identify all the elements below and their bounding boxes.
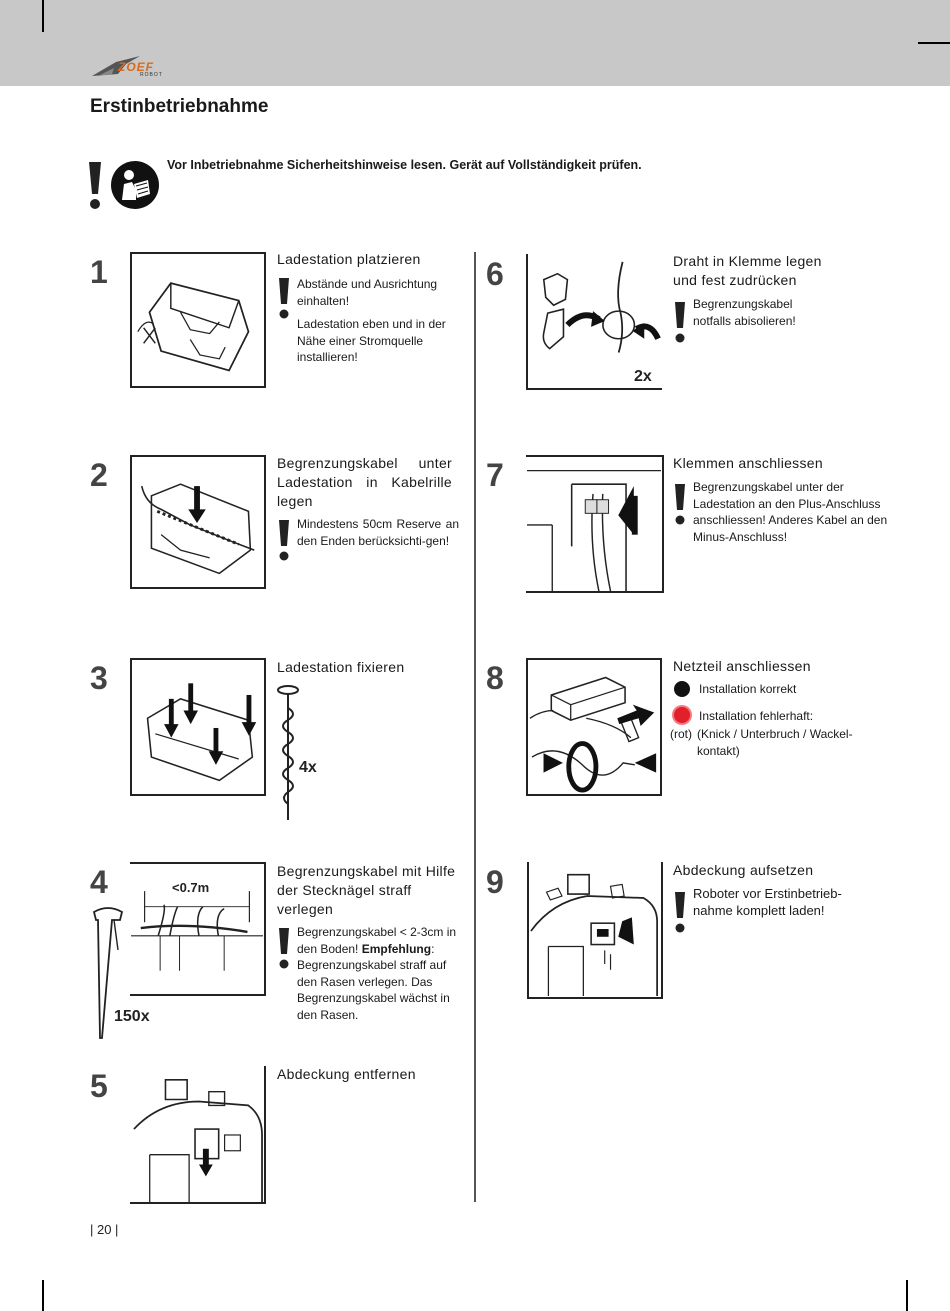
step-number: 7 [486, 457, 504, 493]
step-number: 5 [90, 1068, 108, 1104]
step-note-part: Begrenzungskabel < 2-3cm in den Boden! [297, 925, 457, 956]
crop-mark [42, 1280, 44, 1311]
distance-label: <0.7m [172, 880, 210, 895]
step-3-illustration [130, 658, 266, 796]
page-title: Erstinbetriebnahme [90, 96, 269, 117]
step-title: Draht in Klemme legen und fest zudrücken [673, 253, 822, 288]
step-number: 8 [486, 660, 504, 696]
step-title: Ladestation fixieren [277, 659, 405, 675]
read-manual-icon [111, 161, 159, 209]
step-number: 4 [90, 864, 108, 900]
step-title: Klemmen anschliessen [673, 455, 823, 471]
crop-mark [918, 42, 950, 44]
status-error-dot-icon [674, 707, 690, 723]
quantity-label: 150x [114, 1008, 150, 1025]
step-note: Abstände und Ausrichtung einhalten! [297, 277, 438, 308]
step-number: 2 [90, 457, 108, 493]
step-note: Roboter vor Erstinbetrieb-nahme komplett… [693, 886, 842, 918]
step-number: 1 [90, 254, 108, 290]
step-note: Mindestens 50cm Reserve an den Enden ber… [297, 517, 459, 548]
step-6-illustration [526, 254, 662, 390]
step-number: 3 [90, 660, 108, 696]
step-title: Begrenzungskabel unter Ladestation in Ka… [277, 455, 452, 509]
note-exclamation-icon [279, 928, 289, 969]
step-note: Ladestation eben und in der Nähe einer S… [297, 317, 446, 364]
step-number: 9 [486, 864, 504, 900]
step-title: Abdeckung aufsetzen [673, 862, 814, 878]
step-title: Abdeckung entfernen [277, 1066, 416, 1082]
install-error-detail: (Knick / Unterbruch / Wackel-kontakt) [697, 727, 853, 758]
step-note: Begrenzungskabel notfalls abisolieren! [693, 297, 796, 328]
note-exclamation-icon [675, 302, 685, 343]
brand-logo-subtext: ROBOT [140, 72, 163, 78]
step-number: 6 [486, 256, 504, 292]
brand-logo-text: ZOEF [118, 60, 154, 74]
note-exclamation-icon [279, 278, 289, 319]
note-exclamation-icon [279, 520, 289, 561]
brand-logo-icon [92, 56, 140, 76]
step-7-illustration [526, 455, 664, 593]
quantity-label: 4x [299, 759, 317, 776]
install-error-prefix: (rot) [670, 727, 692, 741]
install-ok-text: Installation korrekt [699, 682, 797, 696]
step-title: Begrenzungskabel mit Hilfe der Stecknäge… [277, 863, 456, 917]
column-divider [474, 252, 476, 1202]
step-title: Ladestation platzieren [277, 251, 421, 267]
ground-anchor-icon [277, 685, 299, 820]
header-band [0, 0, 950, 86]
step-note-part: : Begrenzungskabel straff auf den Rasen … [297, 941, 450, 1022]
step-4-illustration [130, 862, 266, 996]
step-1-illustration [130, 252, 266, 388]
step-title: Netzteil anschliessen [673, 658, 811, 674]
step-2-illustration [130, 455, 266, 589]
safety-warning-text: Vor Inbetriebnahme Sicherheitshinweise l… [167, 158, 642, 172]
ground-peg-icon [92, 907, 124, 1039]
page-number: | 20 | [90, 1222, 119, 1237]
note-exclamation-icon [675, 892, 685, 933]
recommendation-label: Empfehlung [361, 941, 432, 956]
step-5-illustration [130, 1066, 266, 1204]
step-9-illustration [527, 862, 663, 999]
step-8-illustration [526, 658, 662, 796]
note-exclamation-icon [675, 484, 685, 525]
quantity-label: 2x [634, 368, 652, 385]
status-ok-dot-icon [674, 681, 690, 697]
warning-exclamation-icon [89, 162, 101, 209]
install-error-text: Installation fehlerhaft: [699, 709, 814, 723]
crop-mark [906, 1280, 908, 1311]
crop-mark [42, 0, 44, 32]
step-note: Begrenzungskabel unter der Ladestation a… [693, 480, 888, 544]
step-note: Begrenzungskabel < 2-3cm in den Boden! E… [297, 924, 463, 1023]
